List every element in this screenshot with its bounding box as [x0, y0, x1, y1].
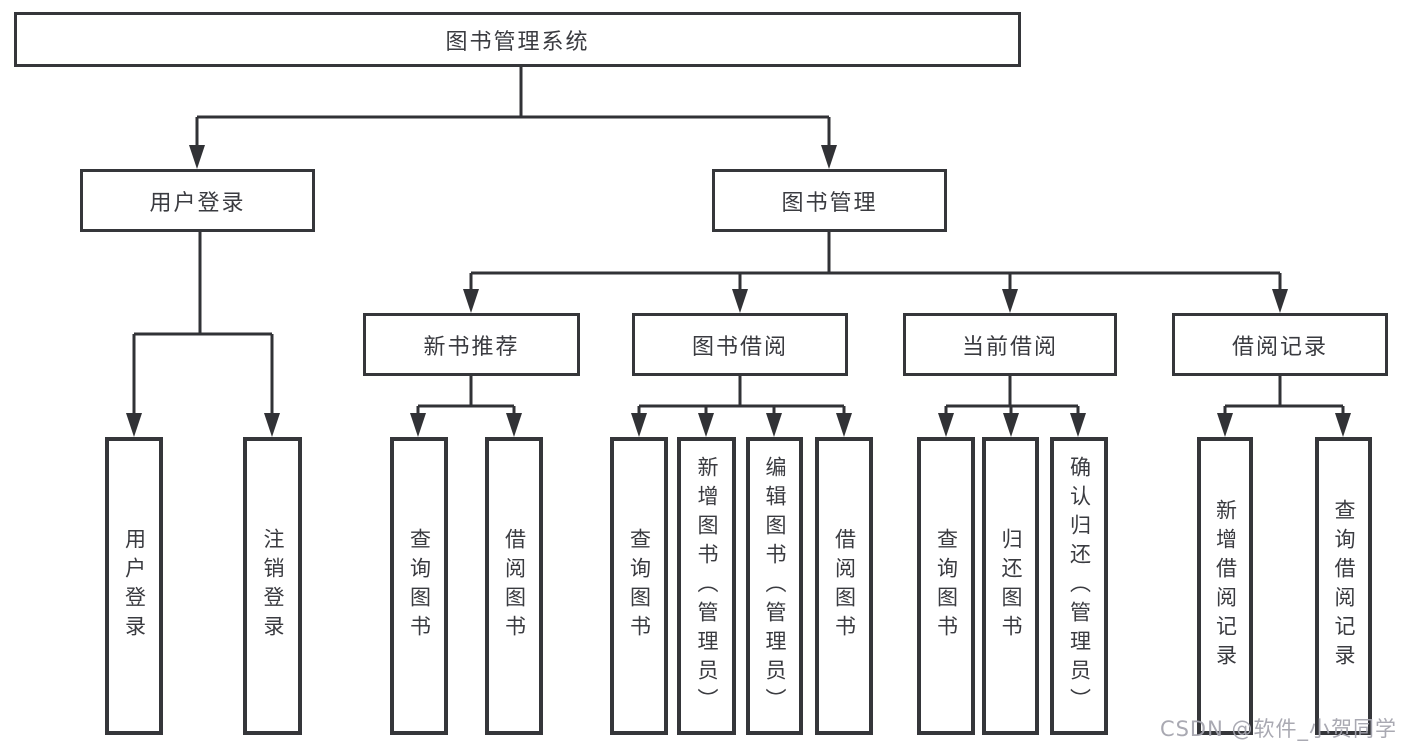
node-borrowing-records-label: 借阅记录 — [1231, 334, 1328, 360]
leaf-add-borrow-record: 新增借阅记录 — [1197, 437, 1253, 735]
csdn-watermark: CSDN @软件_小贺同学 — [1159, 717, 1397, 741]
node-current-borrowing: 当前借阅 — [903, 313, 1117, 376]
tree-edges — [132, 67, 1345, 421]
leaf-borrow-books-recommend: 借阅图书 — [485, 437, 543, 735]
node-book-borrowing: 图书借阅 — [632, 313, 848, 376]
leaf-add-books-admin-label: 新增图书（管理员） — [695, 455, 719, 717]
leaf-borrow-books-label: 借阅图书 — [832, 528, 857, 644]
leaf-query-borrow-record: 查询借阅记录 — [1315, 437, 1372, 735]
node-borrowing-records: 借阅记录 — [1172, 313, 1388, 376]
leaf-confirm-return-admin: 确认归还（管理员） — [1050, 437, 1108, 735]
leaf-query-books-recommend: 查询图书 — [390, 437, 448, 735]
leaf-return-books-label: 归还图书 — [999, 528, 1023, 644]
leaf-edit-books-admin: 编辑图书（管理员） — [746, 437, 803, 735]
arrowheads — [126, 145, 1351, 437]
node-root-label: 图书管理系统 — [445, 29, 590, 55]
node-book-management-label: 图书管理 — [781, 190, 878, 216]
leaf-add-borrow-record-label: 新增借阅记录 — [1213, 499, 1238, 673]
node-user-login-label: 用户登录 — [149, 190, 246, 216]
leaf-confirm-return-admin-label: 确认归还（管理员） — [1067, 455, 1092, 717]
leaf-user-login: 用户登录 — [105, 437, 163, 735]
leaf-query-borrow-record-label: 查询借阅记录 — [1332, 499, 1356, 673]
leaf-borrow-books: 借阅图书 — [815, 437, 873, 735]
leaf-query-books-recommend-label: 查询图书 — [407, 528, 432, 644]
leaf-return-books: 归还图书 — [982, 437, 1039, 735]
leaf-logout: 注销登录 — [243, 437, 302, 735]
node-new-book-recommend-label: 新书推荐 — [423, 334, 520, 360]
node-user-login: 用户登录 — [80, 169, 315, 232]
leaf-edit-books-admin-label: 编辑图书（管理员） — [763, 455, 787, 717]
leaf-query-books-borrowing-label: 查询图书 — [627, 528, 652, 644]
node-current-borrowing-label: 当前借阅 — [961, 334, 1058, 360]
leaf-user-login-label: 用户登录 — [122, 528, 147, 644]
node-book-management: 图书管理 — [712, 169, 947, 232]
leaf-query-books-current: 查询图书 — [917, 437, 975, 735]
node-root: 图书管理系统 — [14, 12, 1021, 67]
leaf-borrow-books-recommend-label: 借阅图书 — [502, 528, 527, 644]
leaf-query-books-borrowing: 查询图书 — [610, 437, 668, 735]
leaf-add-books-admin: 新增图书（管理员） — [677, 437, 736, 735]
leaf-logout-label: 注销登录 — [261, 528, 285, 644]
node-new-book-recommend: 新书推荐 — [363, 313, 580, 376]
leaf-query-books-current-label: 查询图书 — [934, 528, 959, 644]
node-book-borrowing-label: 图书借阅 — [691, 334, 788, 360]
